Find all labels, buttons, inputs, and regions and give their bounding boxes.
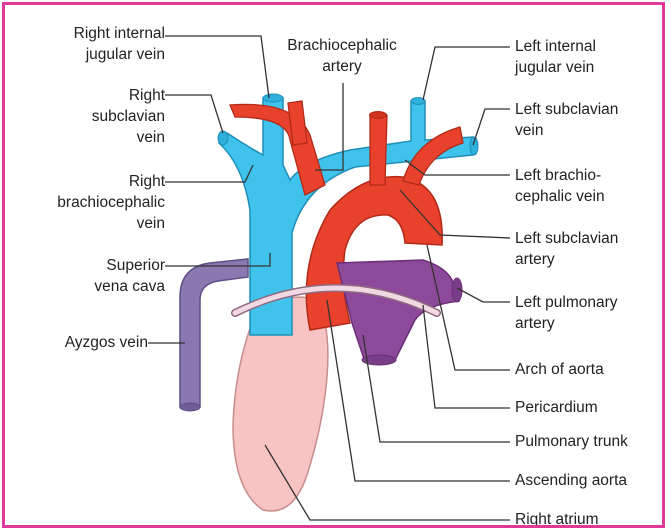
label-right-atrium: Right atrium [515,509,655,528]
label-right-internal-jugular-vein: Right internal jugular vein [25,23,165,65]
label-left-internal-jugular-vein: Left internal jugular vein [515,36,655,78]
label-ascending-aorta: Ascending aorta [515,470,663,491]
leader-right-ijv [165,36,269,98]
label-left-subclavian-artery: Left subclavian artery [515,228,655,270]
label-pericardium: Pericardium [515,397,655,418]
label-right-subclavian-vein: Right subclavian vein [45,85,165,148]
label-left-pulmonary-artery: Left pulmonary artery [515,292,655,334]
right-ijv-end [263,94,283,102]
leader-left-pulmonary-artery [457,288,510,302]
left-carotid-shape [370,115,387,185]
right-subclavian-end [218,131,228,145]
label-azygos-vein: Ayzgos vein [15,332,148,353]
label-left-brachiocephalic-vein: Left brachio- cephalic vein [515,165,655,207]
label-pulmonary-trunk: Pulmonary trunk [515,431,663,452]
label-left-subclavian-vein: Left subclavian vein [515,99,655,141]
left-subclavian-end [470,137,478,155]
leader-left-ijv [423,47,510,100]
leader-pericardium [423,305,510,408]
leader-right-subclavian [165,95,223,133]
leader-left-subclavian-vein [473,109,510,145]
azygos-vein-end [180,403,200,411]
label-superior-vena-cava: Superior vena cava [45,255,165,297]
label-brachiocephalic-artery: Brachiocephalic artery [267,35,417,77]
pulmonary-trunk-shape [337,260,459,362]
diagram-frame: Right internal jugular vein Brachiocepha… [2,2,665,528]
label-right-brachiocephalic-vein: Right brachiocephalic vein [11,171,165,234]
leader-arch-of-aorta [427,245,510,370]
label-arch-of-aorta: Arch of aorta [515,359,655,380]
carotid-end [370,112,387,119]
